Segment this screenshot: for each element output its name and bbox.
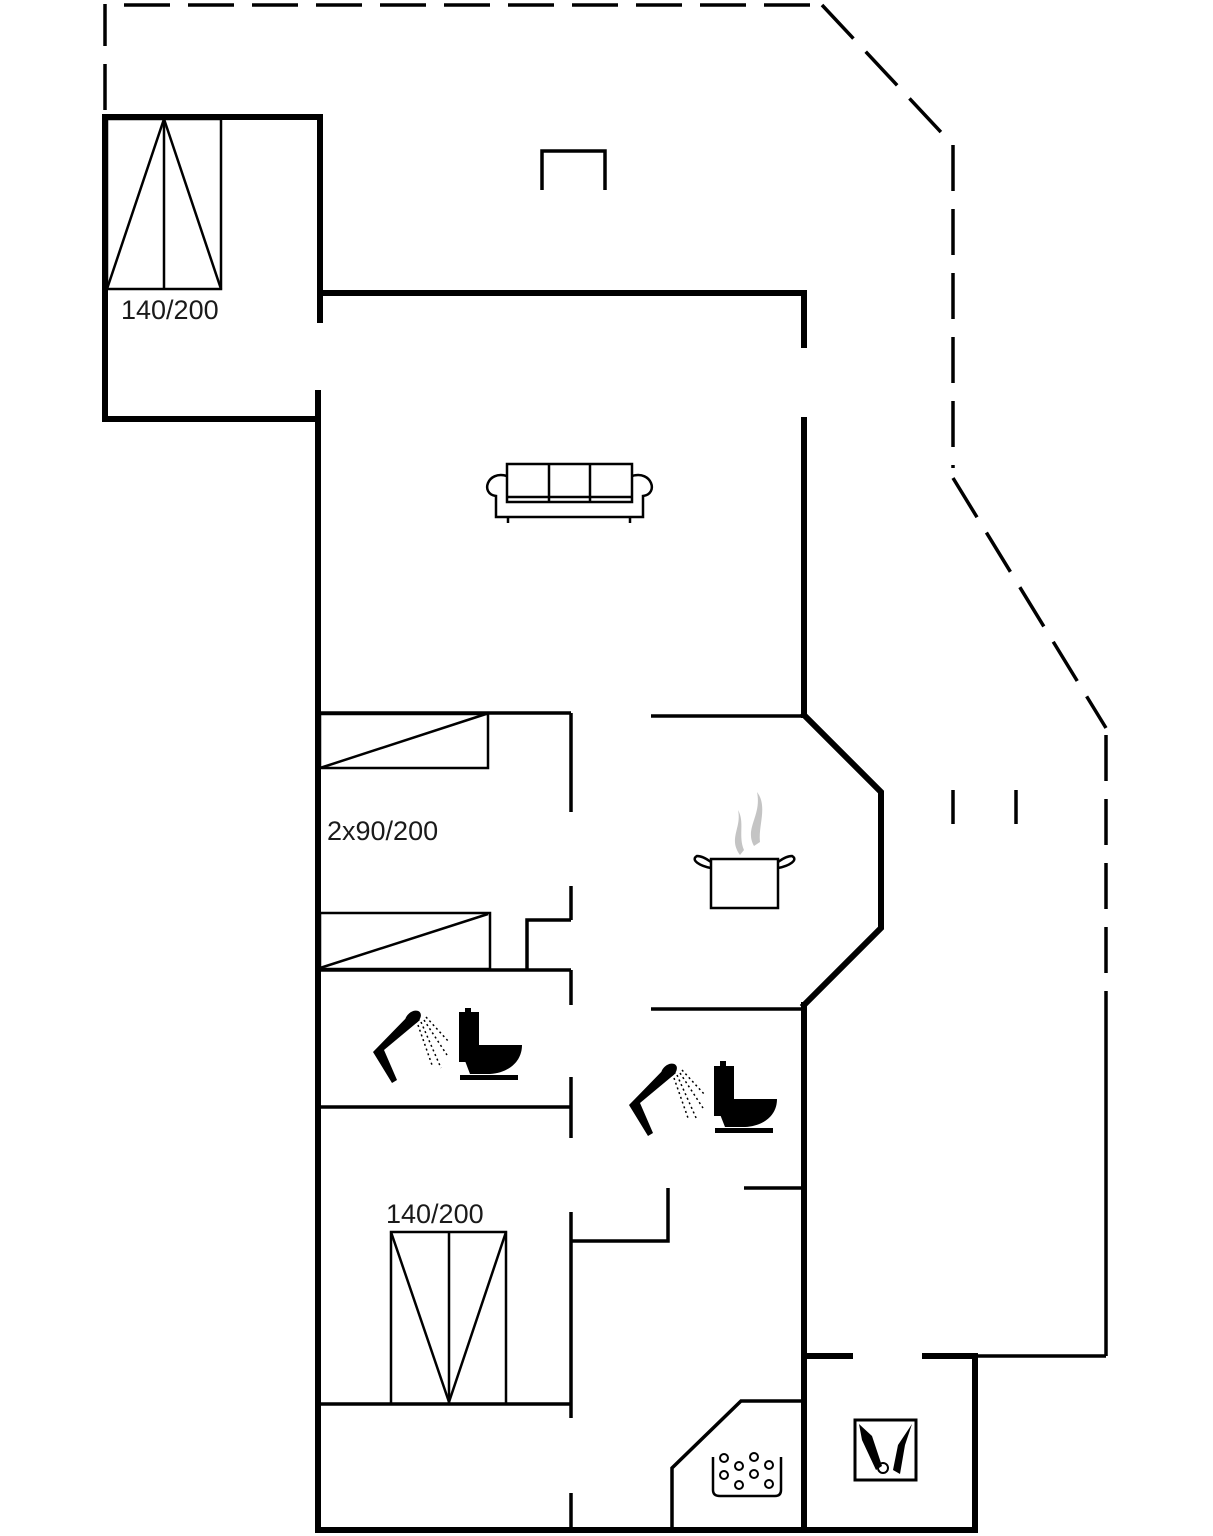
sofa-icon	[485, 462, 654, 523]
outdoor-marker-top	[540, 149, 607, 190]
toilet-icon	[714, 1061, 777, 1133]
sauna-stones-icon	[711, 1452, 783, 1498]
single-beds-icon	[318, 712, 492, 971]
main-exterior-walls	[315, 290, 978, 1533]
bed-size-label: 140/200	[121, 295, 219, 325]
shower-icon	[629, 1063, 706, 1136]
outdoor-marker-right	[951, 790, 1018, 824]
double-bed-icon	[389, 1230, 508, 1406]
washing-machine-icon	[853, 1418, 918, 1482]
bed-size-label: 2x90/200	[327, 816, 439, 846]
double-bed-icon	[105, 115, 223, 291]
bedroom-1-walls	[102, 114, 323, 422]
toilet-icon	[459, 1008, 522, 1080]
terrace-outline	[103, 3, 1108, 1358]
shower-icon	[373, 1010, 450, 1083]
cooking-pot-icon	[693, 792, 796, 910]
bed-size-label: 140/200	[386, 1199, 484, 1229]
